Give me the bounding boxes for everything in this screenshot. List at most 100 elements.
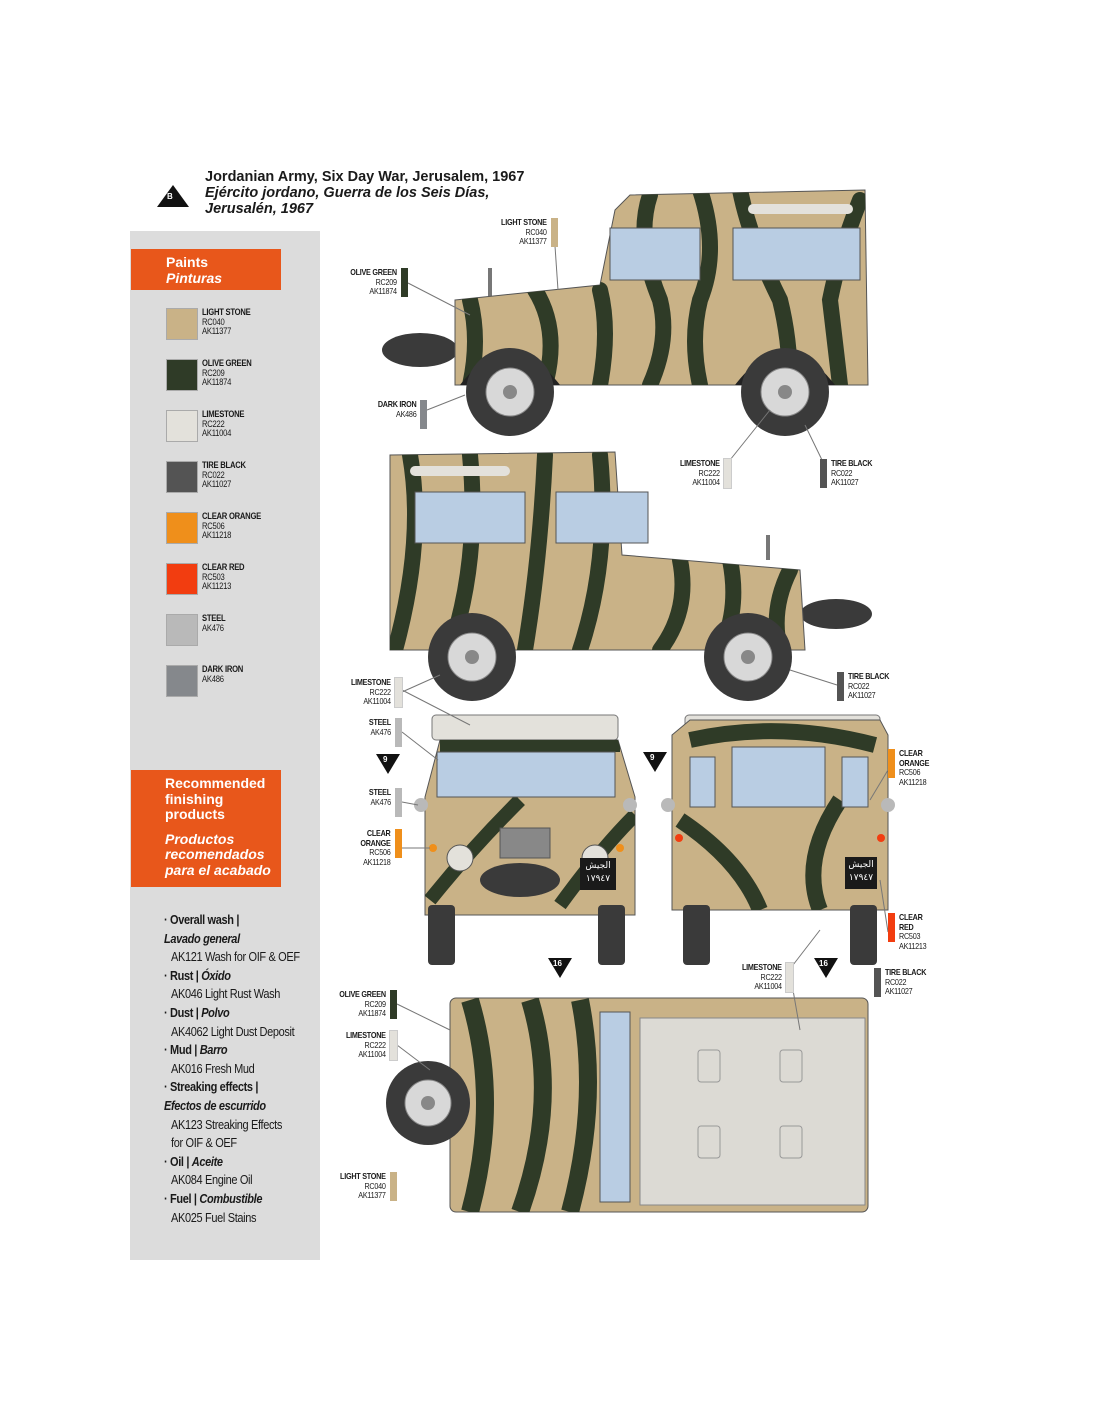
callout-code: RC022 bbox=[831, 467, 853, 478]
callout-swatch bbox=[785, 962, 794, 993]
callout-code: AK476 bbox=[370, 726, 392, 737]
paint-code: RC222 bbox=[202, 418, 225, 429]
title-english: Jordanian Army, Six Day War, Jerusalem, … bbox=[205, 169, 525, 185]
paint-clear-orange: CLEAR ORANGE RC506 AK11218 bbox=[166, 511, 271, 544]
paint-steel: STEEL AK476 bbox=[166, 613, 230, 646]
callout-swatch bbox=[390, 990, 397, 1019]
front-view bbox=[401, 689, 637, 965]
side-view-left bbox=[382, 189, 869, 461]
paint-olive-green: OLIVE GREEN RC209 AK11874 bbox=[166, 358, 260, 391]
finishing-header: Recommended finishing products Productos… bbox=[131, 770, 281, 887]
callout-swatch bbox=[888, 749, 895, 778]
callout-code: RC222 bbox=[369, 686, 391, 697]
finishing-heading: · Fuel | bbox=[164, 1191, 197, 1206]
paint-label: TIRE BLACK RC022 AK11027 bbox=[202, 460, 246, 490]
plate-text-1: الجيش bbox=[585, 861, 611, 871]
paint-swatch bbox=[166, 614, 198, 646]
finishing-product: AK025 Fuel Stains bbox=[171, 1210, 257, 1225]
callout-swatch bbox=[395, 788, 402, 817]
paint-label: STEEL AK476 bbox=[202, 613, 226, 633]
finishing-title-es-1: Productos bbox=[165, 830, 235, 847]
finishing-product: AK084 Engine Oil bbox=[171, 1173, 253, 1188]
paint-dark-iron: DARK IRON AK486 bbox=[166, 664, 250, 697]
callout-name: OLIVE GREEN bbox=[339, 989, 386, 999]
rear-view bbox=[661, 714, 895, 966]
finishing-item: · Streaking effects |Efectos de escurrid… bbox=[164, 1078, 300, 1152]
paint-code: RC506 bbox=[202, 520, 225, 531]
finishing-product: AK123 Streaking Effects bbox=[171, 1117, 282, 1132]
callout-code: AK486 bbox=[395, 408, 417, 419]
paint-code: AK11377 bbox=[202, 326, 232, 336]
plate-number: ١٧٩٤٧ bbox=[585, 874, 611, 884]
callout-code: RC022 bbox=[848, 680, 870, 691]
callout-code: AK11027 bbox=[848, 690, 876, 700]
front-plate: الجيش ١٧٩٤٧ bbox=[581, 860, 615, 886]
profile-marker-triangle bbox=[157, 185, 189, 207]
finishing-heading: · Mud | bbox=[164, 1043, 197, 1058]
callout-code: RC022 bbox=[885, 976, 907, 987]
finishing-heading: · Dust | bbox=[164, 1005, 199, 1020]
callout-swatch bbox=[837, 672, 844, 701]
finishing-product: AK016 Fresh Mud bbox=[171, 1061, 255, 1076]
page-title: Jordanian Army, Six Day War, Jerusalem, … bbox=[205, 169, 524, 217]
marker-label: 9 bbox=[650, 753, 655, 762]
finishing-title-1: Recommended bbox=[165, 775, 266, 791]
callout-code: AK11377 bbox=[358, 1190, 387, 1200]
finishing-heading-es: Polvo bbox=[201, 1005, 230, 1020]
marker-label: 16 bbox=[553, 959, 562, 968]
paint-name: OLIVE GREEN bbox=[202, 358, 252, 368]
callout-code: RC209 bbox=[375, 276, 397, 287]
callout-swatch bbox=[395, 718, 402, 747]
finishing-heading: · Rust | bbox=[164, 968, 199, 983]
paint-name: LIMESTONE bbox=[202, 409, 245, 419]
sidebar bbox=[130, 231, 320, 1260]
paint-name: TIRE BLACK bbox=[202, 460, 246, 470]
callout-code: AK11213 bbox=[899, 940, 927, 951]
plate-number: ١٧٩٤٧ bbox=[848, 873, 874, 883]
callout-name: STEEL bbox=[368, 717, 391, 727]
callout-code: AK11004 bbox=[358, 1049, 387, 1059]
callout-code: AK11027 bbox=[831, 477, 859, 487]
finishing-heading: · Overall wash | bbox=[164, 913, 240, 927]
paint-name: CLEAR ORANGE bbox=[202, 511, 261, 521]
callout-swatch bbox=[401, 268, 408, 297]
paint-limestone: LIMESTONE RC222 AK11004 bbox=[166, 409, 252, 442]
callout-name: ORANGE bbox=[360, 837, 391, 848]
finishing-product: AK121 Wash for OIF & OEF bbox=[171, 950, 300, 965]
callout-name: TIRE BLACK bbox=[885, 967, 927, 977]
callout-code: AK11874 bbox=[358, 1008, 387, 1018]
callout-code: RC209 bbox=[364, 998, 386, 1009]
paint-label: LIMESTONE RC222 AK11004 bbox=[202, 409, 245, 439]
callout-swatch bbox=[394, 677, 403, 708]
callout-swatch bbox=[390, 1172, 397, 1201]
paints-title: Paints bbox=[166, 254, 209, 270]
callout-code: RC222 bbox=[760, 971, 782, 982]
callout-swatch bbox=[389, 1030, 398, 1061]
finishing-product: AK4062 Light Dust Deposit bbox=[171, 1024, 295, 1039]
top-view bbox=[386, 989, 869, 1213]
callout-name: LIMESTONE bbox=[351, 677, 391, 687]
callout-swatch bbox=[420, 400, 427, 429]
profile-marker-label: B bbox=[167, 192, 173, 201]
paint-swatch bbox=[166, 308, 198, 340]
finishing-heading-es: Combustible bbox=[199, 1191, 263, 1206]
title-spanish-line2: Jerusalén, 1967 bbox=[205, 201, 314, 217]
callout-name: RED bbox=[899, 921, 914, 932]
callout-code: RC222 bbox=[698, 467, 720, 478]
